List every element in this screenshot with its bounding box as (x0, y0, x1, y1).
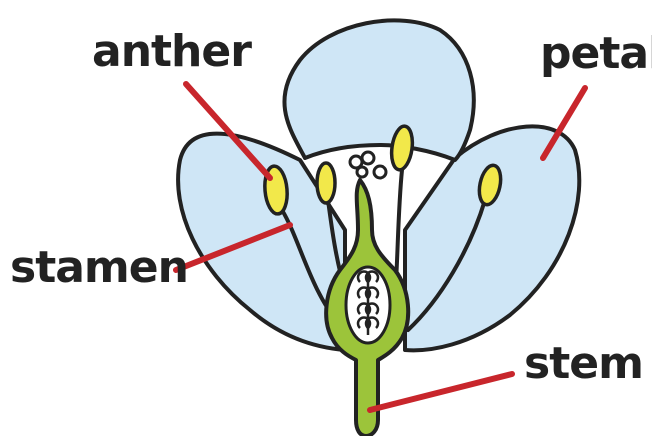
label-stem: stem (524, 342, 643, 386)
petal-top (284, 20, 473, 160)
anther-2 (317, 163, 335, 203)
label-stamen: stamen (10, 246, 188, 290)
stigma (350, 152, 386, 178)
petal-right (405, 126, 579, 350)
label-petal: petal (540, 32, 652, 76)
leader-stem (370, 374, 512, 410)
label-anther: anther (92, 30, 251, 74)
